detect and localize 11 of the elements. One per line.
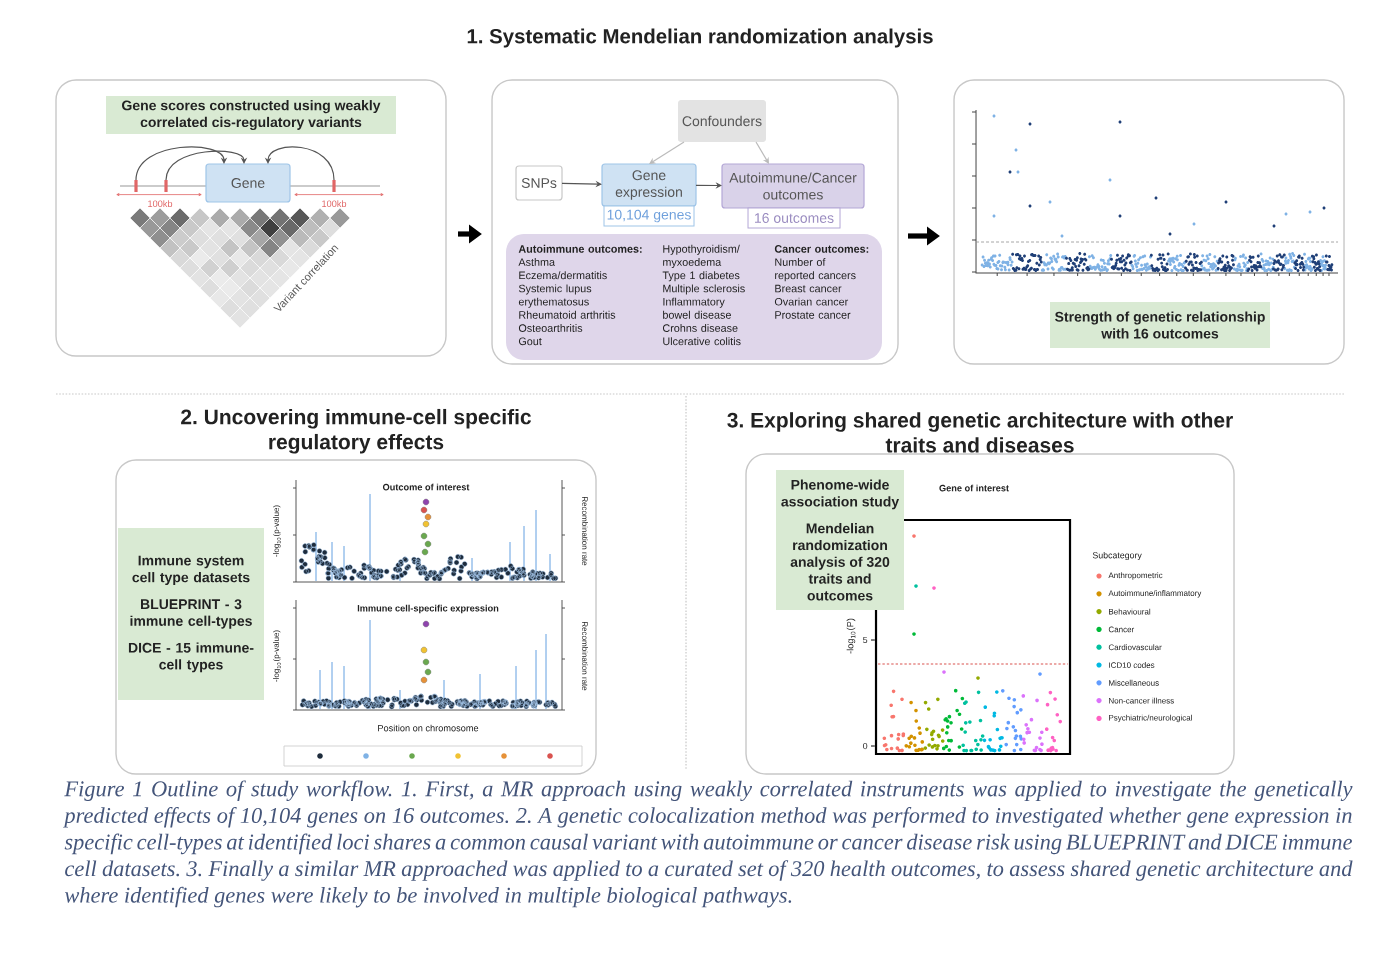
- variant-marker: [134, 180, 138, 192]
- arrow: [165, 150, 248, 181]
- variant-marker: [164, 180, 168, 192]
- section-heading: 1. Systematic Mendelian randomization analysis: [467, 28, 933, 48]
- figure-caption: Figure 1 Outline of study workflow. 1. First, a MR approach using weakly correlated instruments was applied to investigate the genetically predicted effects of 10,104 genes on 16 outcomes. 2. A genetic colocalization method was performed to investigated whether gene expression in specific cell-types at identified loci shares a common causal variant with autoimmune or cancer disease risk using BLUEPRINT and DICE immune cell datasets. 3. Finally a similar MR approached was applied to a curated set of 320 health outcomes, to assess shared genetic architecture and where identified genes were likely to be involved in multiple biological pathways.: [63, 780, 1353, 908]
- arrow: [755, 141, 769, 164]
- section-heading: 3. Exploring shared genetic architecture with other traits and diseases: [727, 412, 1233, 453]
- variant-marker: [332, 180, 336, 192]
- arrow: [649, 141, 685, 164]
- section-heading: 2. Uncovering immune-cell specific regulatory effects: [181, 408, 531, 454]
- arrow: [135, 146, 228, 181]
